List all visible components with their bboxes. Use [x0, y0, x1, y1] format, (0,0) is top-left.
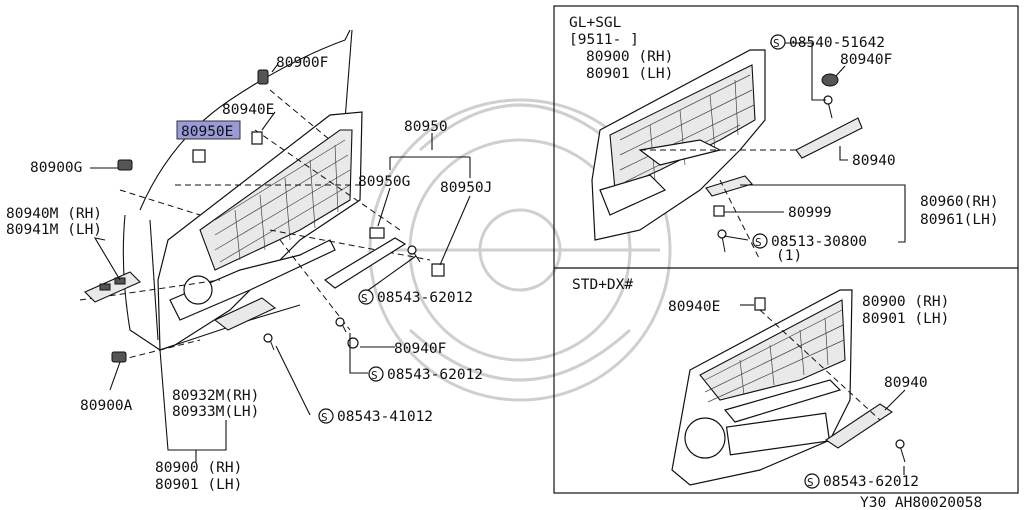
label-08543-62012: 08543-62012	[823, 474, 919, 490]
figure-code: Y30 AH80020058	[860, 495, 982, 510]
label-80940E: 80940E	[668, 299, 720, 315]
svg-text:S: S	[773, 37, 780, 50]
label-80900-rh: 80900 (RH)	[862, 294, 949, 310]
label-80940: 80940	[852, 153, 896, 169]
label-80940F: 80940F	[840, 52, 892, 68]
bottom-right-labels: STD+DX# 80940E 80900 (RH) 80901 (LH) 809…	[572, 277, 949, 490]
label-80950G: 80950G	[358, 174, 410, 190]
top-right-leaders	[723, 42, 906, 243]
left-leaders	[90, 63, 471, 462]
watermark	[368, 98, 672, 402]
screw-symbol: S	[358, 289, 374, 305]
label-80940M: 80940M (RH)	[6, 206, 102, 222]
bottom-right-leaders	[740, 304, 906, 475]
label-80940E: 80940E	[222, 102, 274, 118]
label-08513-30800: 08513-30800	[771, 234, 867, 250]
panel-title-gl-sgl: GL+SGL	[569, 15, 622, 31]
label-80961-lh: 80961(LH)	[920, 212, 999, 228]
label-80950J: 80950J	[440, 180, 492, 196]
left-small-parts	[84, 69, 445, 363]
screw-symbol: S	[752, 233, 768, 249]
label-80941M: 80941M (LH)	[6, 222, 102, 238]
label-qty: (1)	[776, 248, 802, 264]
svg-text:S: S	[755, 236, 762, 249]
label-80950E: 80950E	[181, 124, 233, 140]
label-80900G: 80900G	[30, 160, 82, 176]
top-right-drawing	[591, 49, 863, 261]
label-80901-lh: 80901 (LH)	[862, 311, 949, 327]
screw-symbol: S	[318, 408, 334, 424]
label-80901-lh: 80901 (LH)	[586, 66, 673, 82]
screw-symbol: S	[770, 34, 786, 50]
screw-symbol: S	[368, 366, 384, 382]
label-80900F: 80900F	[276, 55, 328, 71]
panel-title-std-dx: STD+DX#	[572, 277, 633, 293]
label-80950: 80950	[404, 119, 448, 135]
label-80932M: 80932M(RH)	[172, 388, 259, 404]
right-panel-frame	[553, 5, 1019, 494]
svg-text:S: S	[321, 411, 328, 424]
label-80901-lh: 80901 (LH)	[155, 477, 242, 493]
label-08543-62012-a: 08543-62012	[377, 290, 473, 306]
screw-symbol: S	[804, 473, 820, 489]
label-80900-rh: 80900 (RH)	[155, 460, 242, 476]
label-80933M: 80933M(LH)	[172, 404, 259, 420]
label-80940: 80940	[884, 375, 928, 391]
label-80940F: 80940F	[394, 341, 446, 357]
left-labels: 80900F 80940E 80950E 80950 80950G 80950J…	[6, 55, 492, 493]
left-door-drawing	[79, 29, 431, 361]
highlight-box	[176, 120, 241, 140]
label-80900A: 80900A	[80, 398, 133, 414]
label-80999: 80999	[788, 205, 832, 221]
label-08543-41012: 08543-41012	[337, 409, 433, 425]
label-80960-rh: 80960(RH)	[920, 194, 999, 210]
date-range: [9511- ]	[569, 32, 639, 48]
label-08543-62012-b: 08543-62012	[387, 367, 483, 383]
label-80900-rh: 80900 (RH)	[586, 49, 673, 65]
label-08540-51642: 08540-51642	[789, 35, 885, 51]
top-right-labels: GL+SGL [9511- ] 80900 (RH) 80901 (LH) S …	[569, 15, 999, 264]
svg-text:S: S	[807, 476, 814, 489]
svg-text:S: S	[361, 292, 368, 305]
svg-text:S: S	[371, 369, 378, 382]
bottom-right-drawing	[671, 289, 906, 486]
